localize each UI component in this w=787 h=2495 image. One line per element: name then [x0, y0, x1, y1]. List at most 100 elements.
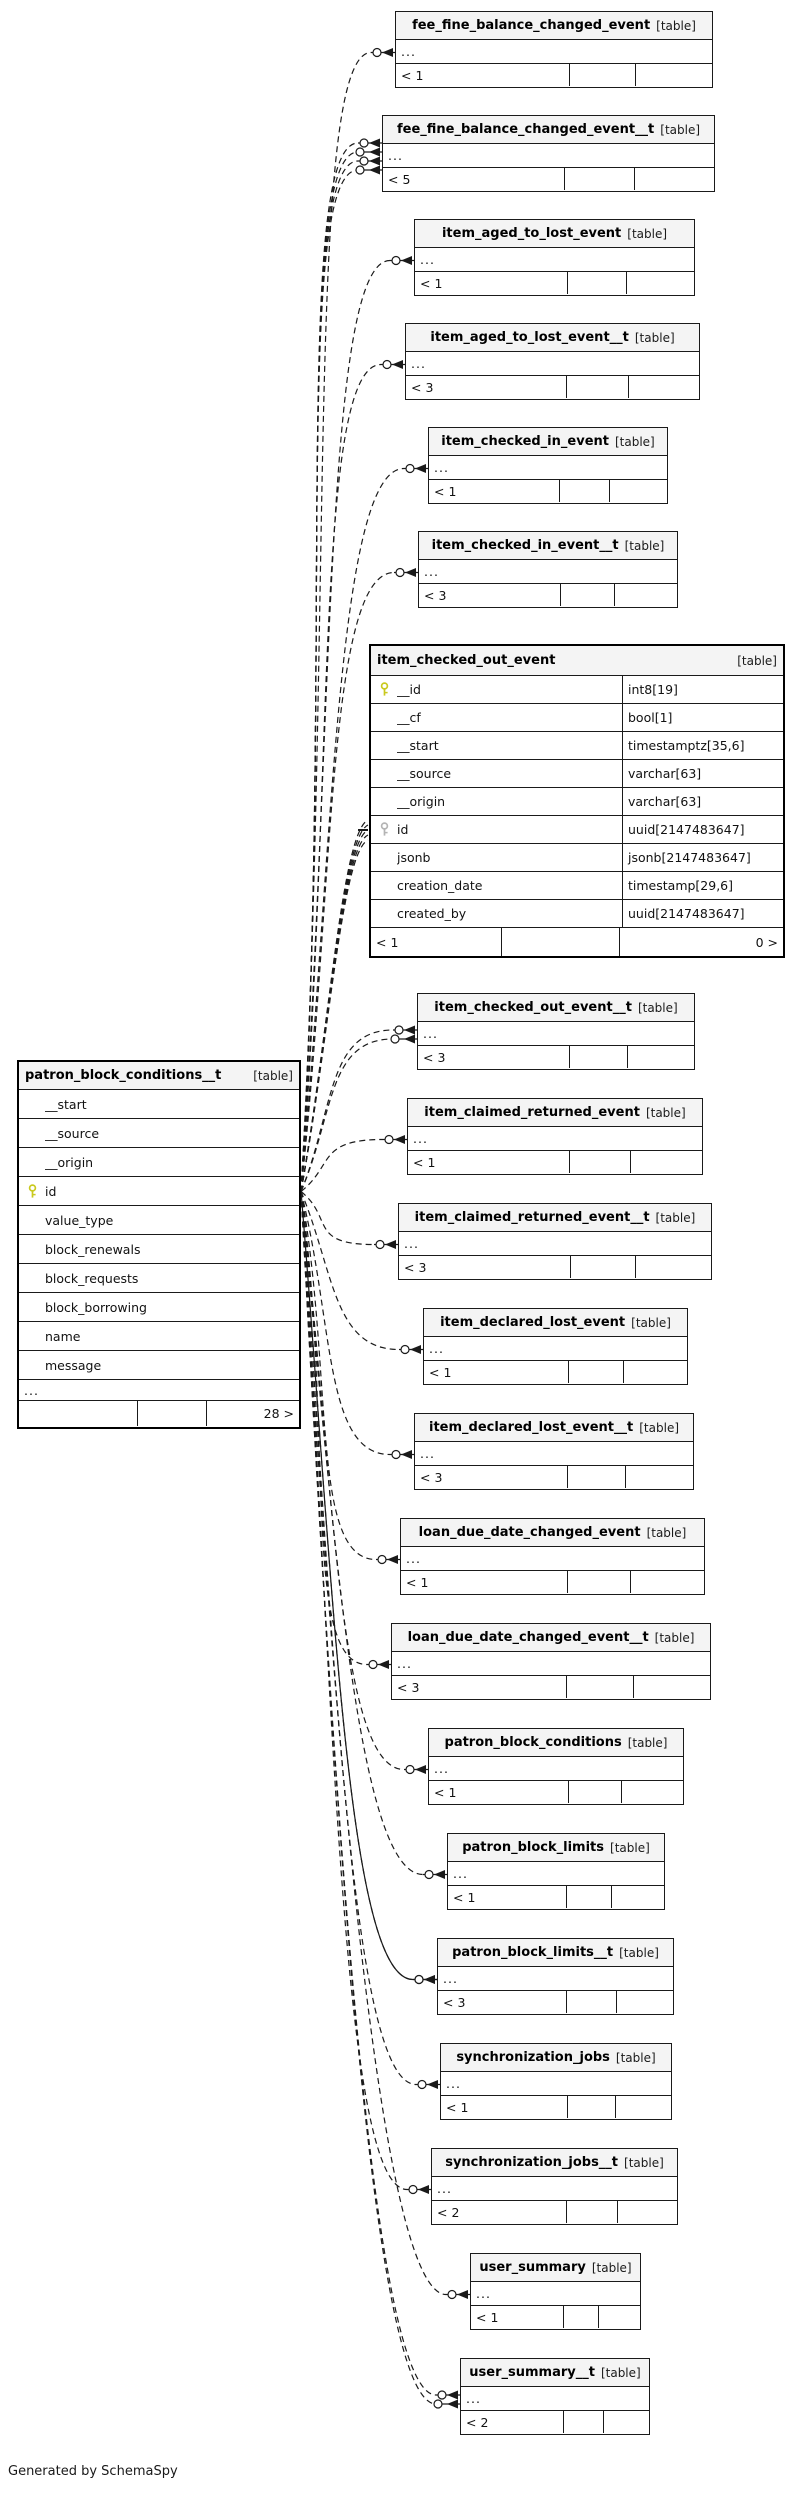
- footer-cell: [634, 1676, 710, 1698]
- table-footer: < 1: [424, 1361, 687, 1383]
- table-name[interactable]: synchronization_jobs: [456, 2050, 610, 2065]
- table-name[interactable]: user_summary__t: [469, 2365, 595, 2380]
- table-header[interactable]: synchronization_jobs[table]: [441, 2044, 671, 2072]
- table-name[interactable]: item_declared_lost_event: [440, 1315, 626, 1330]
- footer-cell: [138, 1401, 207, 1426]
- footer-cell: [570, 1046, 628, 1068]
- table-footer: < 3: [418, 1046, 694, 1068]
- footer-cell: < 1: [396, 64, 570, 86]
- table-header[interactable]: item_checked_out_event__t[table]: [418, 994, 694, 1022]
- footer-cell: [629, 376, 699, 398]
- footer-cell: [626, 1466, 693, 1488]
- table-header[interactable]: user_summary__t[table]: [461, 2359, 649, 2387]
- table-header[interactable]: item_checked_in_event__t[table]: [419, 532, 677, 560]
- crowsfoot-arrow-icon: [401, 1450, 412, 1459]
- table-header[interactable]: patron_block_limits[table]: [448, 1834, 664, 1862]
- table-footer: < 3: [406, 376, 699, 398]
- column-name: __origin: [45, 1154, 94, 1170]
- table-name[interactable]: item_claimed_returned_event__t: [414, 1210, 650, 1225]
- table-header[interactable]: item_checked_out_event[table]: [371, 646, 783, 676]
- columns-ellipsis-row: ...: [418, 1022, 694, 1046]
- footer-cell: [560, 480, 610, 502]
- table-header[interactable]: item_checked_in_event[table]: [429, 428, 667, 456]
- footer-cell: [610, 480, 667, 502]
- table-header[interactable]: item_claimed_returned_event[table]: [408, 1099, 702, 1127]
- table-user_summary: user_summary[table]...< 1: [470, 2253, 641, 2330]
- cardinality-circle-icon: [395, 567, 405, 578]
- crowsfoot-arrow-icon: [424, 1975, 435, 1984]
- table-header[interactable]: item_claimed_returned_event__t[table]: [399, 1204, 711, 1232]
- table-footer: < 2: [461, 2411, 649, 2433]
- table-header[interactable]: user_summary[table]: [471, 2254, 640, 2282]
- table-header[interactable]: item_aged_to_lost_event__t [table]: [406, 324, 699, 352]
- columns-ellipsis-row: ...: [396, 40, 712, 64]
- footer-cell: [564, 2411, 604, 2433]
- table-name[interactable]: item_declared_lost_event__t: [428, 1420, 634, 1435]
- table-name[interactable]: synchronization_jobs__t: [445, 2155, 619, 2170]
- table-name[interactable]: patron_block_conditions: [444, 1735, 622, 1750]
- table-header[interactable]: loan_due_date_changed_event[table]: [401, 1519, 704, 1547]
- table-type-tag: [table]: [627, 226, 668, 241]
- table-name[interactable]: user_summary: [479, 2260, 586, 2275]
- relationship-edge: [300, 1038, 394, 1192]
- column-name: __origin: [397, 794, 446, 809]
- table-name[interactable]: patron_block_limits: [462, 1840, 605, 1855]
- footer-cell: < 3: [415, 1466, 568, 1488]
- column-row: __origin: [19, 1148, 299, 1177]
- footer-cell: [570, 1151, 632, 1173]
- table-header[interactable]: patron_block_limits__t[table]: [438, 1939, 673, 1967]
- table-header[interactable]: patron_block_conditions [table]: [429, 1729, 683, 1757]
- table-name[interactable]: item_checked_in_event: [441, 434, 609, 449]
- table-name[interactable]: item_checked_out_event: [377, 653, 556, 668]
- table-type-tag: [table]: [656, 18, 696, 33]
- footer-cell: [628, 1046, 694, 1068]
- table-name[interactable]: patron_block_limits__t: [452, 1945, 614, 1960]
- table-patron_block_limits__t: patron_block_limits__t[table]...< 3: [437, 1938, 674, 2015]
- table-header[interactable]: item_aged_to_lost_event [table]: [415, 220, 694, 248]
- table-item_declared_lost_event__t: item_declared_lost_event__t[table]...< 3: [414, 1413, 694, 1490]
- table-header[interactable]: item_declared_lost_event__t[table]: [415, 1414, 693, 1442]
- table-name[interactable]: item_claimed_returned_event: [424, 1105, 640, 1120]
- relationship-edge: [300, 1191, 424, 1876]
- cardinality-circle-icon: [359, 156, 369, 166]
- column-type: uuid[2147483647]: [622, 816, 783, 843]
- footer-cell: < 3: [419, 584, 561, 606]
- table-name[interactable]: loan_due_date_changed_event__t: [407, 1630, 649, 1645]
- table-header[interactable]: item_declared_lost_event[table]: [424, 1309, 687, 1337]
- footer-cell: [561, 584, 616, 606]
- footer-cell: [567, 2201, 619, 2223]
- table-type-tag: [table]: [634, 330, 675, 345]
- crowsfoot-arrow-icon: [457, 2290, 468, 2299]
- cardinality-circle-icon: [372, 47, 382, 58]
- table-header[interactable]: patron_block_conditions__t[table]: [19, 1062, 299, 1090]
- columns-ellipsis-row: ...: [419, 560, 677, 584]
- footer-cell: [604, 2411, 649, 2433]
- table-header[interactable]: synchronization_jobs__t[table]: [432, 2149, 677, 2177]
- footer-cell: [567, 376, 629, 398]
- table-name[interactable]: loan_due_date_changed_event: [418, 1525, 641, 1540]
- column-name: block_requests: [45, 1270, 139, 1286]
- table-header[interactable]: loan_due_date_changed_event__t[table]: [392, 1624, 710, 1652]
- table-type-tag: [table]: [660, 122, 701, 137]
- table-name[interactable]: item_checked_in_event__t: [431, 538, 619, 553]
- table-footer: < 3: [438, 1991, 673, 2013]
- table-name[interactable]: patron_block_conditions__t: [25, 1068, 222, 1083]
- crowsfoot-arrow-icon: [369, 156, 380, 166]
- table-header[interactable]: fee_fine_balance_changed_event__t [table]: [383, 116, 714, 144]
- cardinality-circle-icon: [417, 2079, 427, 2090]
- column-name: id: [45, 1183, 57, 1199]
- table-header[interactable]: fee_fine_balance_changed_event [table]: [396, 12, 712, 40]
- column-row: block_borrowing: [19, 1293, 299, 1322]
- table-name[interactable]: fee_fine_balance_changed_event__t: [396, 122, 655, 137]
- table-name[interactable]: item_checked_out_event__t: [434, 1000, 632, 1015]
- cardinality-circle-icon: [384, 1134, 394, 1145]
- footer-cell: [569, 1781, 623, 1803]
- table-name[interactable]: item_aged_to_lost_event__t: [430, 330, 629, 345]
- table-name[interactable]: fee_fine_balance_changed_event: [412, 18, 651, 33]
- footer-cell: [612, 1886, 664, 1908]
- column-type: timestamptz[35,6]: [622, 732, 783, 759]
- table-name[interactable]: item_aged_to_lost_event: [441, 226, 622, 241]
- table-type-tag: [table]: [627, 1735, 668, 1750]
